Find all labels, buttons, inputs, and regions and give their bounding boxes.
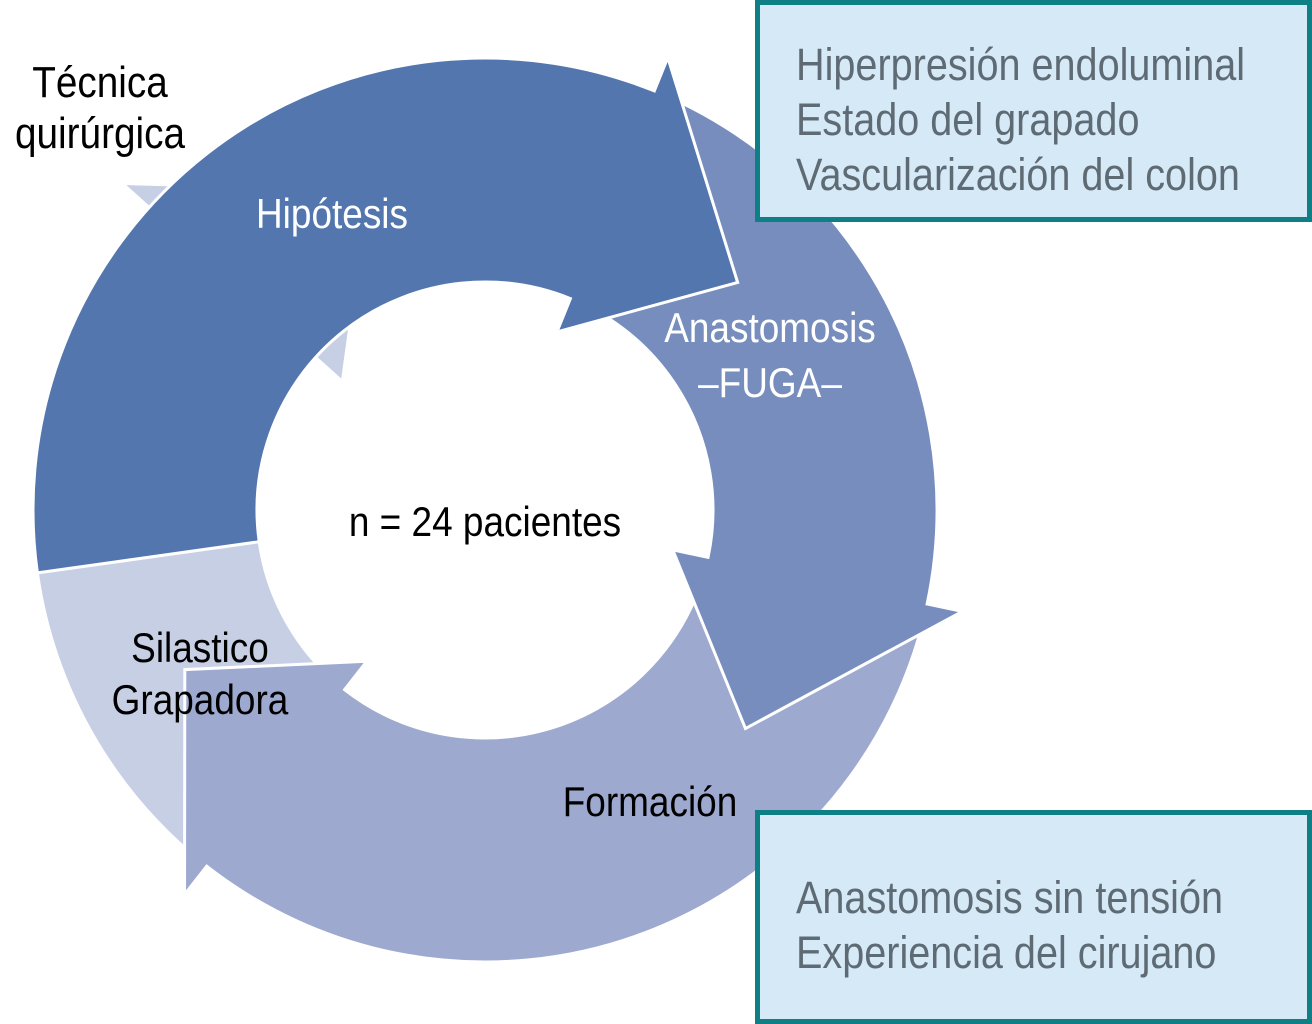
stage-label-anastomosis: Anastomosis –FUGA–: [647, 300, 893, 410]
stage-label-formacion: Formación: [536, 778, 765, 826]
factor-item: Experiencia del cirujano: [796, 927, 1217, 978]
arrow-hipotesis: [31, 53, 740, 575]
factor-item: Hiperpresión endoluminal: [796, 39, 1246, 90]
corner-label-line-1: Técnica: [32, 58, 168, 107]
stage-label-line: –FUGA–: [698, 359, 842, 406]
corner-label: Técnica quirúrgica: [12, 58, 188, 159]
factor-item: Estado del grapado: [796, 94, 1140, 145]
corner-label-line-2: quirúrgica: [14, 108, 186, 158]
factor-item: Anastomosis sin tensión: [796, 872, 1224, 923]
stage-label-line: Anastomosis: [664, 304, 876, 351]
stage-label-silastico: Silastico Grapadora: [94, 622, 305, 726]
stage-label-line: Grapadora: [111, 676, 289, 723]
factor-item: Vascularización del colon: [796, 149, 1240, 200]
stage-label-line: Hipótesis: [255, 190, 409, 237]
stage-label-line: Silastico: [131, 624, 269, 671]
center-label: n = 24 pacientes: [348, 498, 622, 545]
stage-label-hipotesis: Hipótesis: [244, 190, 420, 238]
factor-box-top: Hiperpresión endoluminal Estado del grap…: [755, 0, 1312, 222]
factor-box-bottom: Anastomosis sin tensión Experiencia del …: [755, 810, 1312, 1024]
stage-label-line: Formación: [562, 778, 738, 825]
